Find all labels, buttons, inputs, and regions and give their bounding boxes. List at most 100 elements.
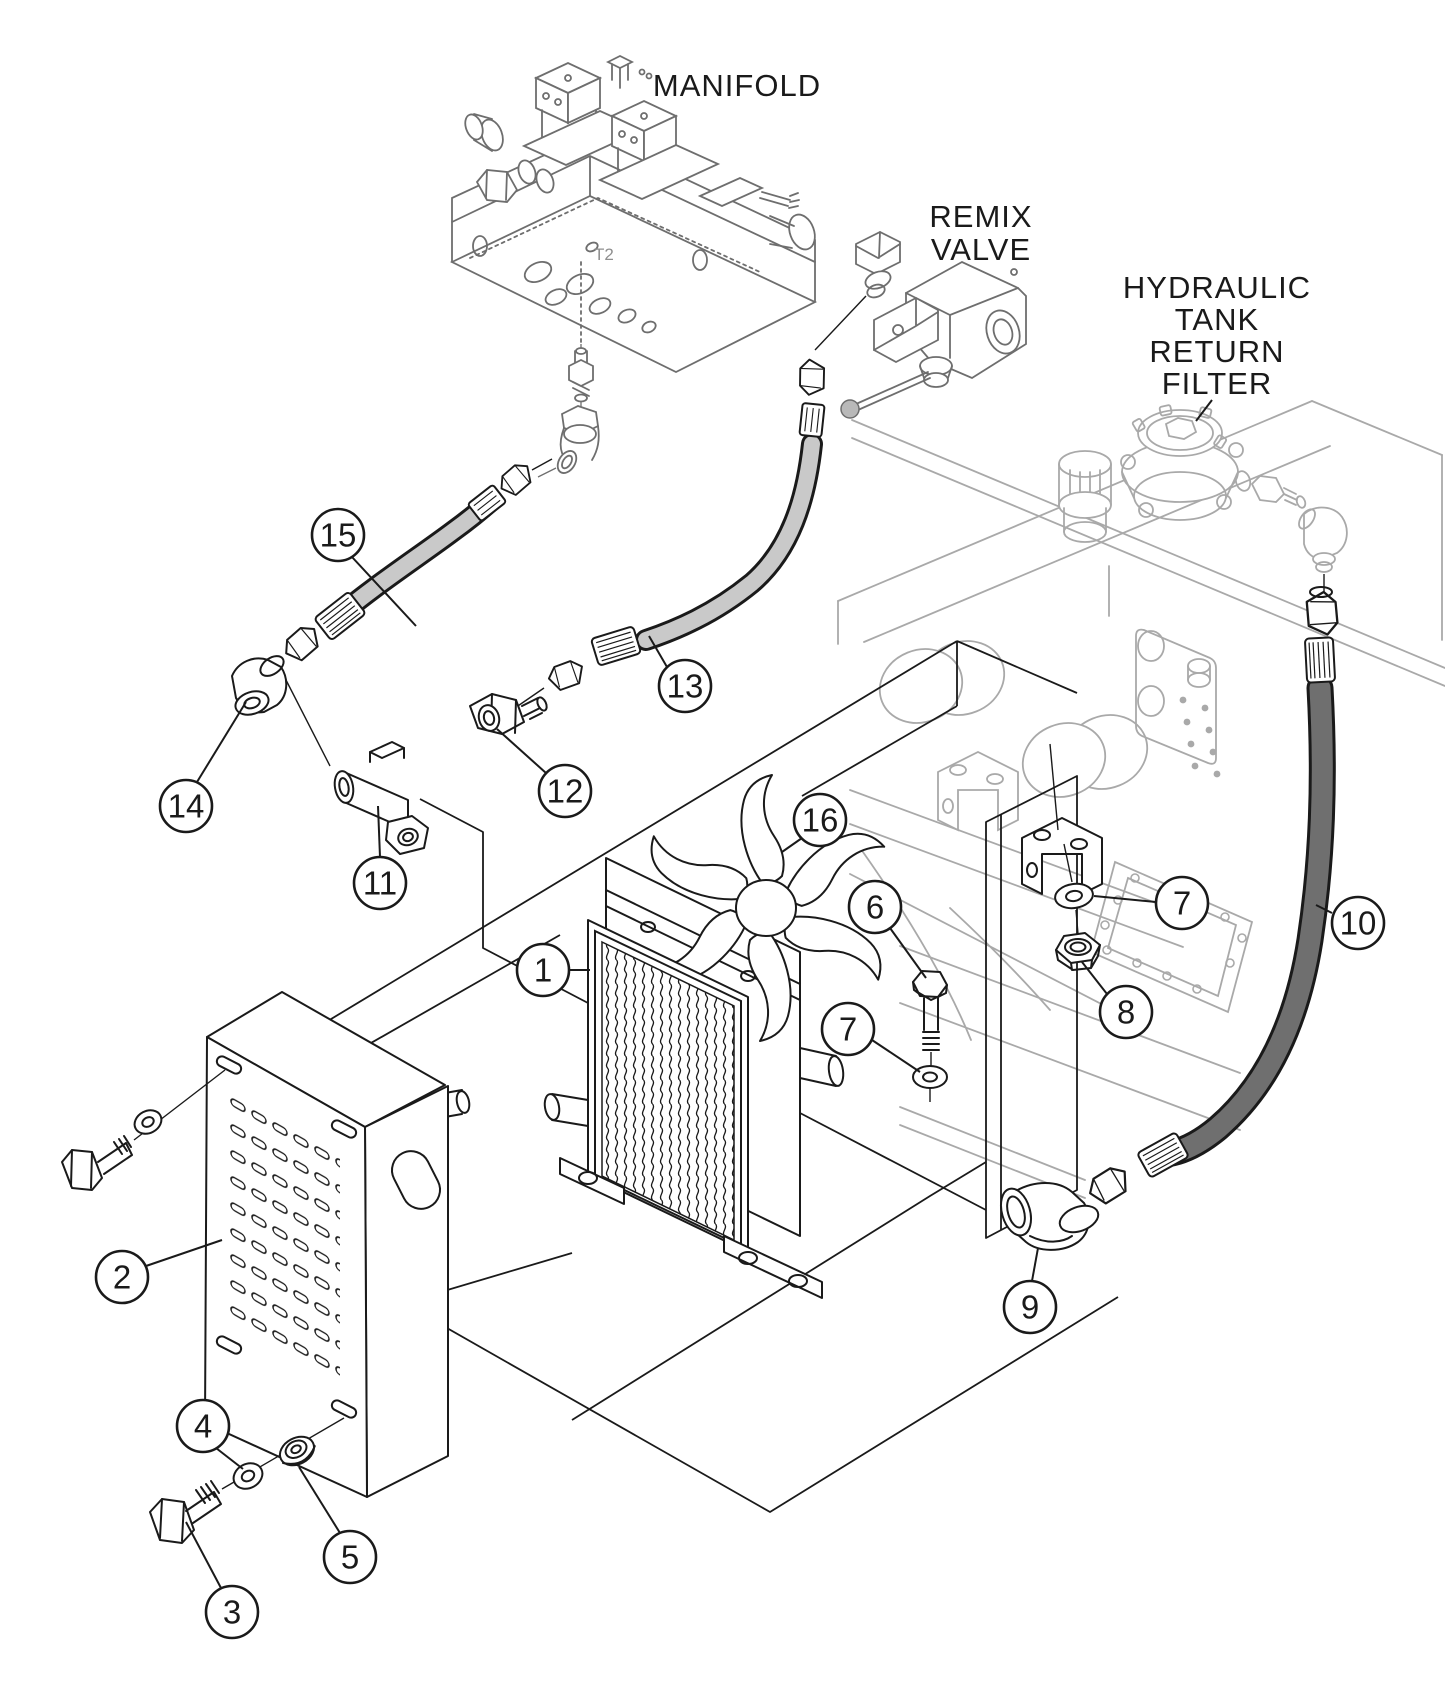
- return-filter-body: [1120, 404, 1252, 521]
- callout-9: 9: [1002, 1247, 1058, 1335]
- washer-4: [232, 1462, 264, 1490]
- callout-circle-3: [204, 1584, 260, 1640]
- bracket-mount-slots: [215, 1055, 358, 1419]
- label-filter-line2: TANK: [1175, 302, 1259, 337]
- remix-elbow-fitting: [855, 230, 901, 299]
- callout-circle-9: [1002, 1279, 1058, 1335]
- callout-10: 10: [1315, 895, 1386, 951]
- adapter-fitting-12: [469, 693, 548, 735]
- callout-circle-16: [792, 792, 848, 848]
- svg-text:15: 15: [320, 517, 357, 554]
- svg-text:13: 13: [667, 668, 704, 705]
- callout-2: 2: [94, 1239, 223, 1305]
- tee-fitting-11: [333, 741, 429, 855]
- manifold-valve-box-2: [597, 100, 721, 200]
- fan-16: [646, 774, 886, 1042]
- filter-label-leader: [1195, 399, 1213, 422]
- elbow-fitting-14: [231, 655, 331, 767]
- svg-text:8: 8: [1117, 994, 1135, 1031]
- callout-circle-1: [515, 942, 571, 998]
- svg-text:7: 7: [839, 1011, 857, 1048]
- callout-7: 7: [1093, 875, 1210, 931]
- filter-assembly: [1058, 404, 1348, 592]
- elbow-fitting-9: [1000, 1182, 1100, 1251]
- remix-lever: [840, 371, 931, 419]
- callout-circle-6: [847, 879, 903, 935]
- callout-circle-8: [1098, 984, 1154, 1040]
- hose-15: [278, 458, 553, 667]
- callout-circle-7: [1154, 875, 1210, 931]
- svg-text:10: 10: [1340, 905, 1377, 942]
- callout-5: 5: [298, 1466, 378, 1585]
- callout-circle-2: [94, 1249, 150, 1305]
- callout-circle-12: [537, 763, 593, 819]
- callout-12: 12: [496, 728, 593, 819]
- svg-text:7: 7: [1173, 885, 1191, 922]
- frame-u-bracket-right: [1021, 817, 1103, 895]
- filter-outlet-adapter: [1250, 475, 1307, 509]
- manifold-spool-cylinders: [464, 113, 555, 203]
- svg-text:4: 4: [194, 1408, 212, 1445]
- callout-6: 6: [847, 879, 927, 979]
- callout-circle-7: [820, 1001, 876, 1057]
- svg-text:6: 6: [866, 889, 884, 926]
- callout-circle-10: [1330, 895, 1386, 951]
- svg-text:2: 2: [113, 1259, 131, 1296]
- svg-text:1: 1: [534, 952, 552, 989]
- cooler-port-right: [799, 1047, 845, 1087]
- callout-circle-4: [175, 1398, 231, 1454]
- nut-8: [1055, 932, 1101, 972]
- cooler-port-left: [543, 1093, 589, 1127]
- manifold-assembly: T2: [449, 54, 818, 478]
- callout-16: 16: [781, 792, 848, 853]
- diagram-labels: MANIFOLD REMIX VALVE HYDRAULIC TANK RETU…: [653, 68, 1311, 422]
- washer-7-right: [1054, 882, 1094, 910]
- remix-stem: [919, 356, 953, 388]
- svg-text:3: 3: [223, 1594, 241, 1631]
- callout-14: 14: [158, 701, 247, 834]
- callout-11: 11: [352, 805, 408, 911]
- manifold-lower-fittings: [537, 344, 600, 478]
- label-remix-line2: VALVE: [931, 232, 1031, 267]
- svg-text:14: 14: [168, 788, 205, 825]
- label-remix-line1: REMIX: [929, 199, 1032, 234]
- callout-13: 13: [648, 635, 713, 714]
- svg-text:5: 5: [341, 1539, 359, 1576]
- manifold-top-stubs: [605, 54, 816, 251]
- bracket-upper-bolt: [61, 1069, 226, 1191]
- callout-circle-14: [158, 778, 214, 834]
- frame-u-bracket-left: [937, 750, 1019, 832]
- tank-side-panel: [1135, 628, 1221, 778]
- hose-10: [1083, 586, 1339, 1209]
- svg-text:12: 12: [547, 773, 584, 810]
- label-filter-line4: FILTER: [1162, 366, 1273, 401]
- callout-15: 15: [310, 507, 417, 627]
- callout-1: 1: [515, 942, 590, 998]
- remix-solenoid: [873, 296, 939, 364]
- label-manifold: MANIFOLD: [653, 68, 821, 103]
- callout-8: 8: [1081, 961, 1154, 1040]
- oil-cooler-assembly: [417, 774, 886, 1299]
- callout-circle-15: [310, 507, 366, 563]
- port-label-t2: T2: [594, 245, 614, 264]
- remix-valve-assembly: [814, 230, 1027, 419]
- label-filter-line1: HYDRAULIC: [1123, 270, 1311, 305]
- breather-cap: [1058, 450, 1112, 543]
- flange-nut-5: [278, 1435, 316, 1467]
- callout-circle-13: [657, 658, 713, 714]
- hose-13: [511, 358, 827, 711]
- svg-text:16: 16: [802, 802, 839, 839]
- callout-circle-5: [322, 1529, 378, 1585]
- callout-circle-11: [352, 855, 408, 911]
- cooler-feet: [559, 1157, 823, 1299]
- washer-7-center: [912, 1065, 948, 1102]
- callout-3: 3: [185, 1521, 260, 1640]
- callout-7: 7: [820, 1001, 921, 1073]
- svg-text:9: 9: [1021, 1289, 1039, 1326]
- svg-text:11: 11: [363, 865, 397, 902]
- guard-bracket-2: [204, 991, 449, 1498]
- filter-outlet-elbow: [1298, 506, 1348, 573]
- frame-vertical-plate: [985, 775, 1078, 1239]
